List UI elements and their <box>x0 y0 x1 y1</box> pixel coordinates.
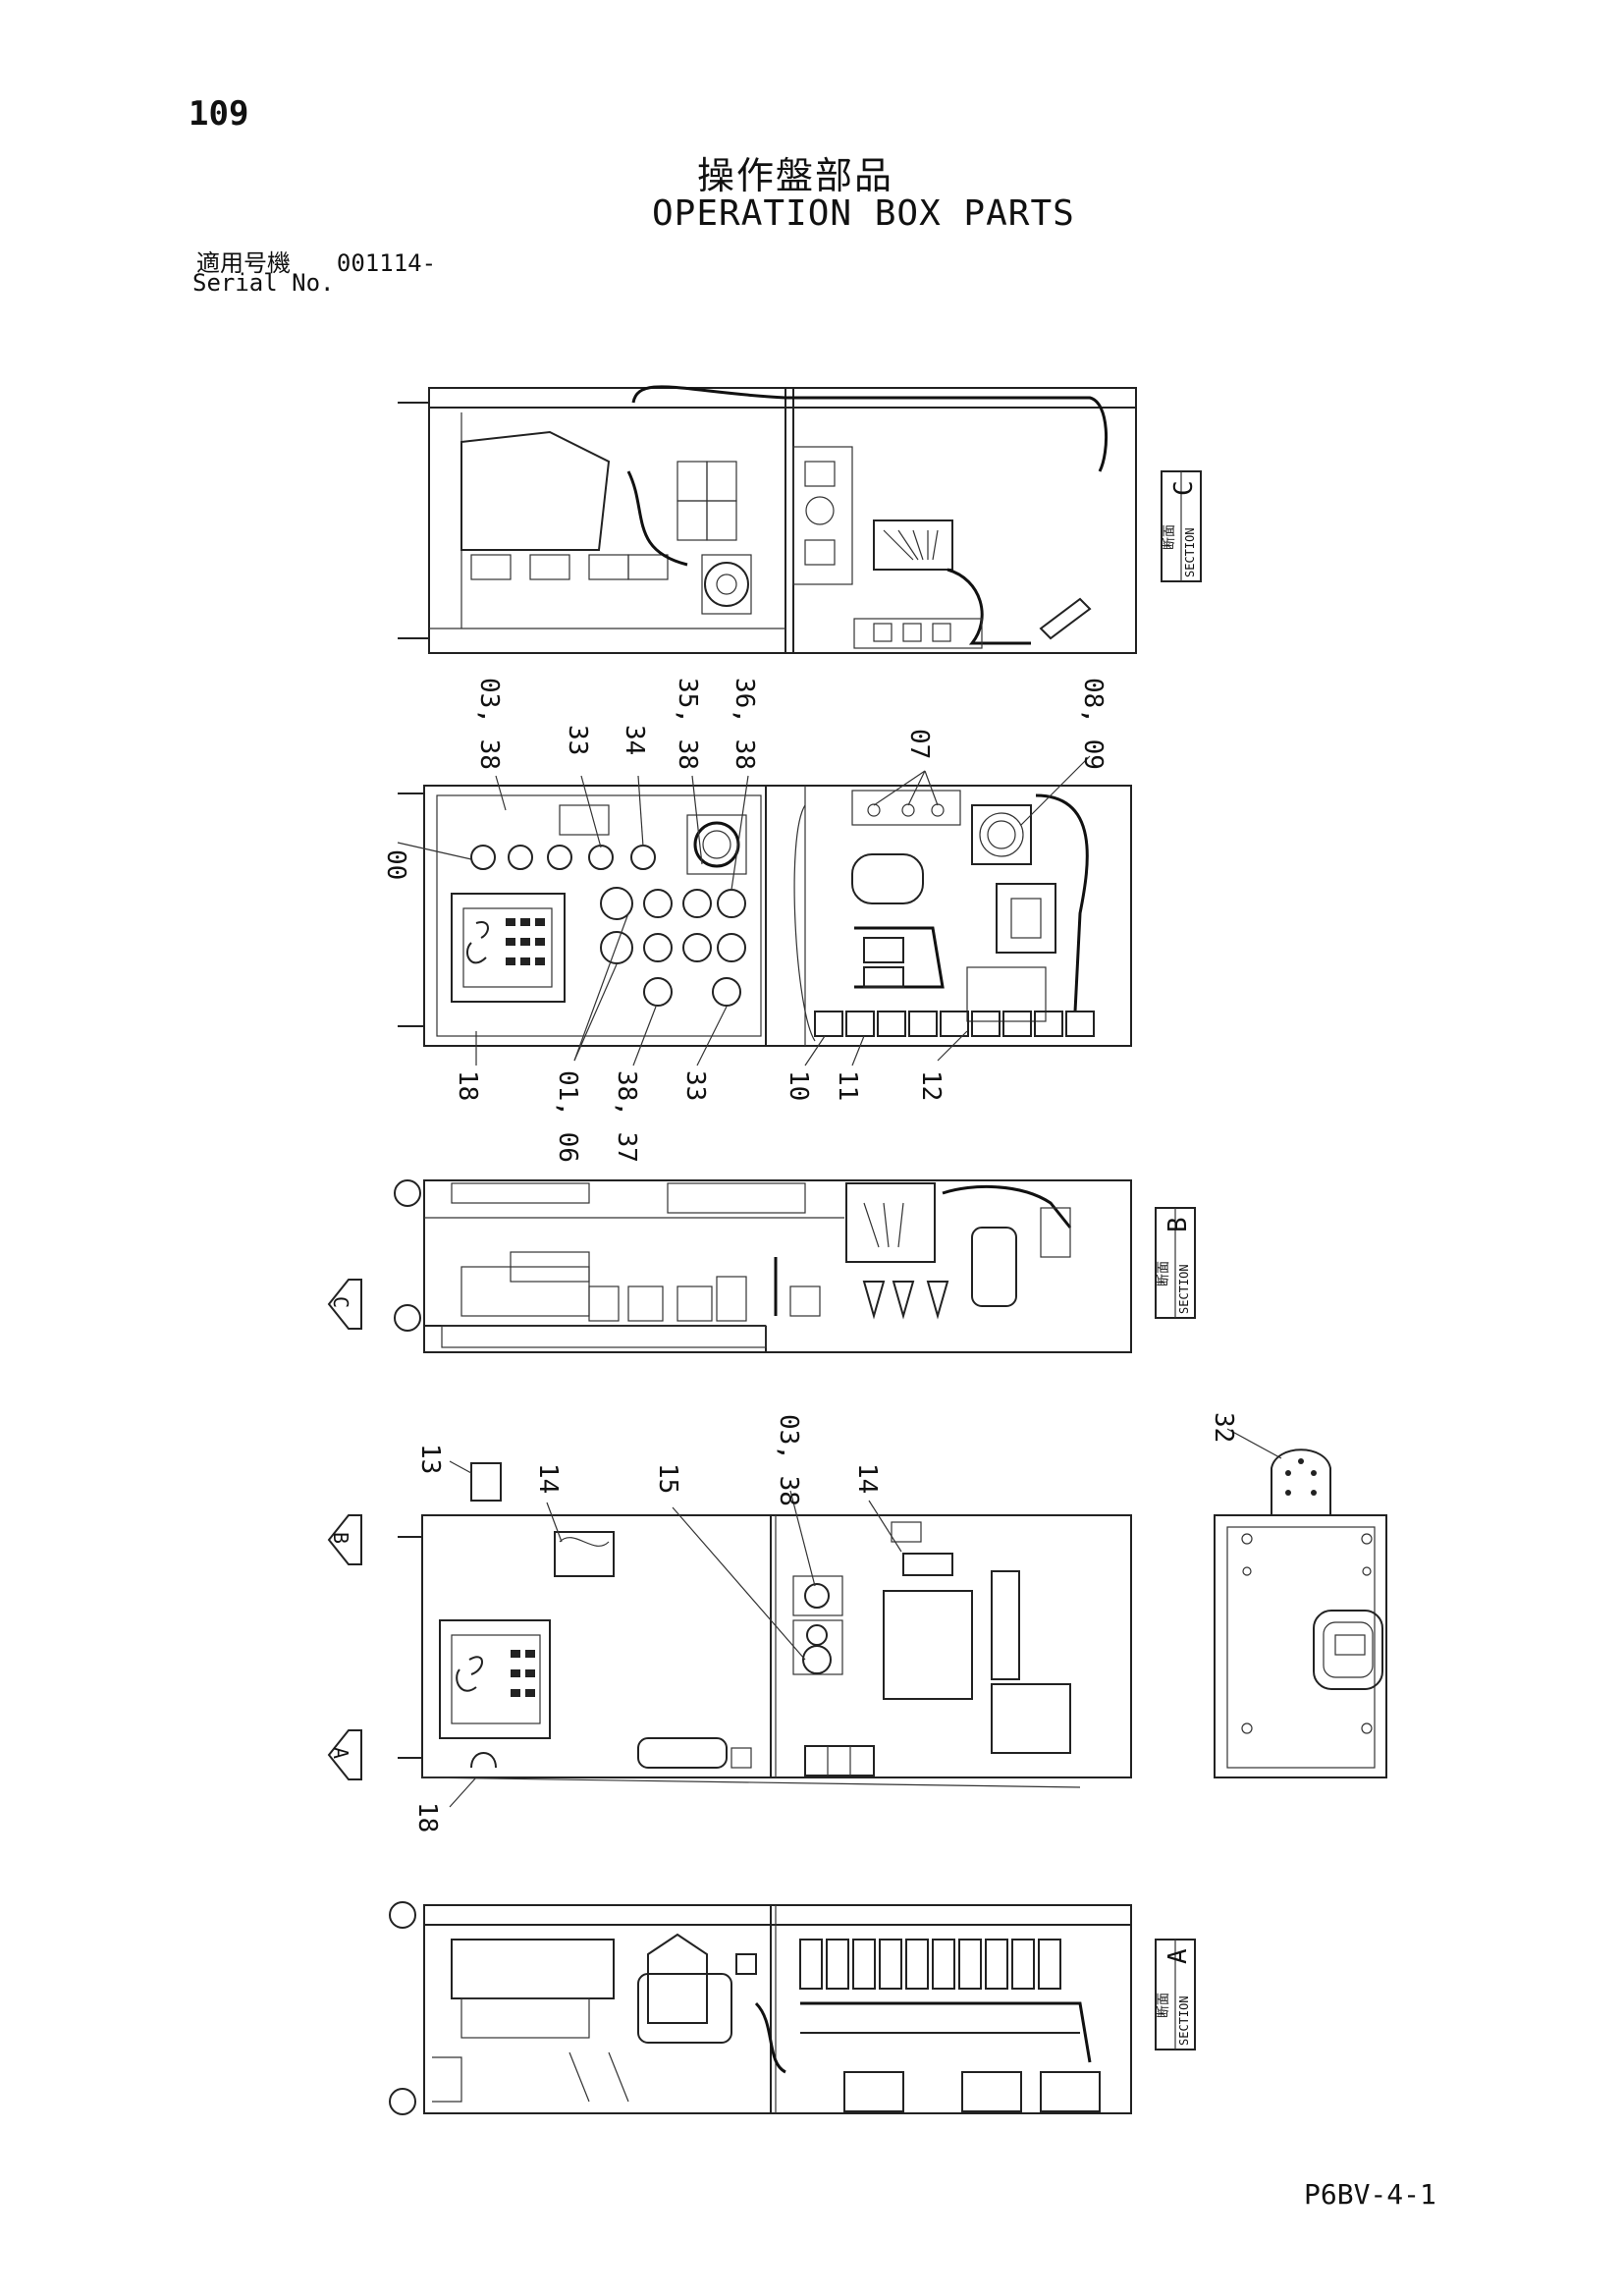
rear-view-callouts: 13 14 15 03, 38 14 32 18 <box>412 1412 1238 1832</box>
side-box-view <box>1214 1449 1387 1778</box>
svg-text:38, 37: 38, 37 <box>612 1070 641 1163</box>
callout-03-38: 03, 38 <box>474 678 504 770</box>
section-a-letter: A <box>1163 1948 1193 1964</box>
callout-38-37: 38, 37 <box>612 1070 641 1163</box>
view-arrow-b: B <box>327 1514 362 1565</box>
svg-text:B: B <box>1163 1217 1193 1232</box>
section-a-view <box>389 1901 1132 2115</box>
svg-text:18: 18 <box>453 1070 482 1101</box>
serial-label-english: Serial No. <box>192 269 335 297</box>
callout-33: 33 <box>563 725 592 755</box>
callout-08-09: 08, 09 <box>1078 678 1108 770</box>
svg-text:断面: 断面 <box>1157 1261 1171 1286</box>
svg-text:11: 11 <box>833 1070 862 1101</box>
svg-text:10: 10 <box>784 1070 813 1101</box>
svg-text:13: 13 <box>415 1444 445 1474</box>
rear-view <box>398 1428 1282 1808</box>
svg-text:36, 38: 36, 38 <box>730 678 759 770</box>
svg-text:SECTION: SECTION <box>1177 1264 1191 1314</box>
front-view <box>397 755 1132 1066</box>
svg-text:14: 14 <box>533 1463 563 1494</box>
svg-text:15: 15 <box>653 1463 682 1494</box>
svg-text:03, 38: 03, 38 <box>774 1414 803 1506</box>
section-c-letter: C <box>1169 480 1199 496</box>
svg-text:断面: 断面 <box>1163 524 1177 550</box>
svg-text:33: 33 <box>563 725 592 755</box>
svg-text:34: 34 <box>620 725 649 755</box>
svg-text:07: 07 <box>904 729 934 759</box>
svg-text:18: 18 <box>412 1802 442 1832</box>
section-b-letter: B <box>1163 1217 1193 1232</box>
callout-11: 11 <box>833 1070 862 1101</box>
svg-text:A: A <box>1163 1948 1193 1964</box>
callout-32: 32 <box>1209 1412 1238 1443</box>
view-arrow-c: C <box>327 1279 362 1330</box>
svg-text:SECTION: SECTION <box>1177 1995 1191 2046</box>
callout-00: 00 <box>381 849 410 880</box>
serial-line: 適用号機 001114- <box>196 244 436 278</box>
svg-text:32: 32 <box>1209 1412 1238 1443</box>
page-title-japanese: 操作盤部品 <box>697 154 894 197</box>
callout-36-38: 36, 38 <box>730 678 759 770</box>
svg-text:SECTION: SECTION <box>1183 527 1197 577</box>
page-number: 109 <box>189 94 249 134</box>
callout-13: 13 <box>415 1444 445 1474</box>
callout-15: 15 <box>653 1463 682 1494</box>
svg-text:C: C <box>329 1296 352 1308</box>
section-c-view <box>398 385 1137 654</box>
section-b-view <box>394 1179 1132 1353</box>
svg-text:C: C <box>1169 480 1199 496</box>
svg-text:00: 00 <box>381 849 410 880</box>
section-box-jp: 断面 <box>1163 524 1177 550</box>
svg-text:14: 14 <box>852 1463 882 1494</box>
callout-01-06: 01, 06 <box>553 1070 582 1163</box>
callout-14-right: 14 <box>852 1463 882 1494</box>
view-arrow-a: A <box>327 1729 362 1780</box>
serial-value: 001114- <box>336 249 437 277</box>
callout-12: 12 <box>916 1070 946 1101</box>
callout-10: 10 <box>784 1070 813 1101</box>
svg-text:35, 38: 35, 38 <box>673 678 702 770</box>
callout-18-rear: 18 <box>412 1802 442 1832</box>
callout-33-lower: 33 <box>680 1070 710 1101</box>
section-c-label-box: 断面 SECTION C <box>1161 470 1202 582</box>
callout-35-38: 35, 38 <box>673 678 702 770</box>
document-code: P6BV-4-1 <box>1304 2178 1436 2211</box>
section-box-en: SECTION <box>1183 527 1197 577</box>
front-view-callouts: 00 03, 38 33 34 35, 38 36, 38 07 08, 09 … <box>381 678 1108 1163</box>
page-title-english: OPERATION BOX PARTS <box>652 193 1075 234</box>
callout-03-38-rear: 03, 38 <box>774 1414 803 1506</box>
callout-34: 34 <box>620 725 649 755</box>
svg-text:A: A <box>329 1747 352 1759</box>
callout-14-left: 14 <box>533 1463 563 1494</box>
svg-text:03, 38: 03, 38 <box>474 678 504 770</box>
section-b-label-box: 断面 SECTION B <box>1155 1207 1196 1319</box>
svg-text:12: 12 <box>916 1070 946 1101</box>
svg-text:33: 33 <box>680 1070 710 1101</box>
serial-label-japanese: 適用号機 <box>196 249 291 277</box>
callout-07: 07 <box>904 729 934 759</box>
section-a-label-box: 断面 SECTION A <box>1155 1939 1196 2050</box>
svg-text:断面: 断面 <box>1157 1993 1171 2018</box>
svg-text:01, 06: 01, 06 <box>553 1070 582 1163</box>
svg-text:08, 09: 08, 09 <box>1078 678 1108 770</box>
svg-text:B: B <box>329 1532 352 1544</box>
callout-18: 18 <box>453 1070 482 1101</box>
